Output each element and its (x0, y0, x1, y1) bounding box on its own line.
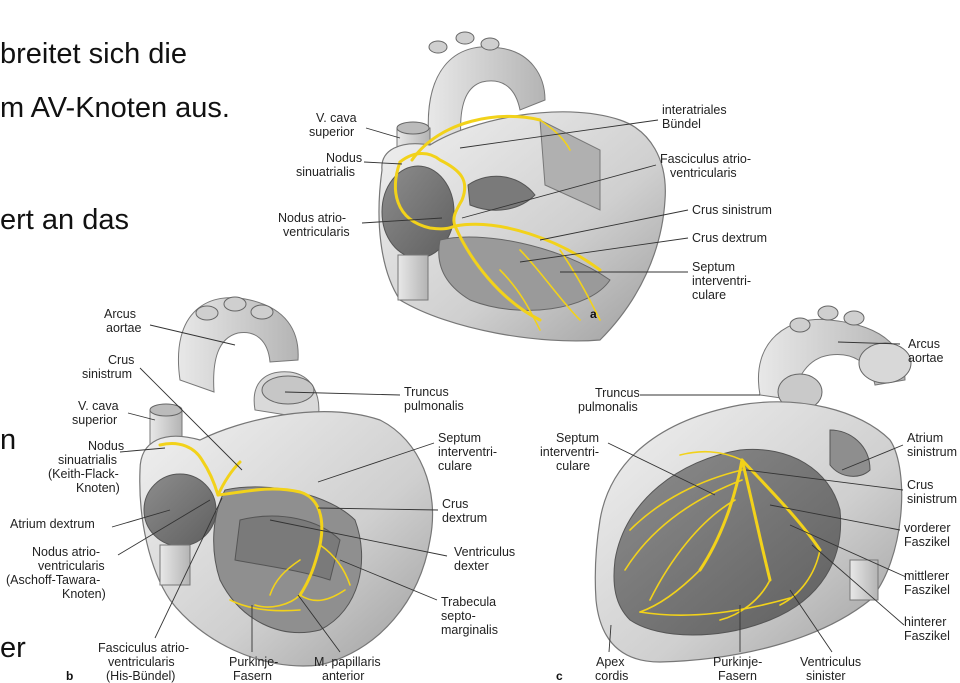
label-b-sinuatrialis: Nodus sinuatrialis (Keith-Flack- Knoten) (48, 439, 128, 495)
panel-c-heart (595, 306, 911, 662)
label-c-purkinje: Purkinje- Fasern (713, 655, 766, 683)
label-b-atrioventricularis: Nodus atrio- ventricularis (Aschoff-Tawa… (6, 545, 108, 601)
label-c-truncus: Truncus pulmonalis (578, 386, 643, 414)
label-b-arcus: Arcus aortae (104, 307, 141, 335)
label-c-crus: Crus sinistrum (907, 478, 957, 506)
label-b-fasciculus: Fasciculus atrio- ventricularis (His-Bün… (98, 641, 192, 683)
label-b-septum: Septum interventri- culare (438, 431, 501, 473)
label-b-trabecula: Trabecula septo- marginalis (441, 595, 500, 637)
label-b-crus-sinistrum: Crus sinistrum (82, 353, 138, 381)
label-a-atrioventricularis: Nodus atrio- ventricularis (278, 211, 350, 239)
panel-c-letter: c (556, 669, 563, 683)
label-a-fasciculus: Fasciculus atrio- ventricularis (660, 152, 754, 180)
label-b-vcava: V. cava superior (72, 399, 122, 427)
panel-a: a V. cava superior Nodus sinuatrialis No… (278, 32, 772, 341)
label-b-truncus: Truncus pulmonalis (404, 385, 464, 413)
label-a-crus-sinistrum: Crus sinistrum (692, 203, 772, 217)
label-b-atrium-dextrum: Atrium dextrum (10, 517, 95, 531)
label-c-vorderer: vorderer Faszikel (904, 521, 954, 549)
panel-c: c Truncus pulmonalis Septum interventri-… (540, 306, 957, 683)
label-c-arcus: Arcus aortae (908, 337, 943, 365)
label-a-interatrial: interatriales Bündel (662, 103, 730, 131)
label-a-vcava: V. cava superior (309, 111, 360, 139)
label-c-apex: Apex cordis (595, 655, 628, 683)
label-a-crus-dextrum: Crus dextrum (692, 231, 767, 245)
label-b-crus-dextrum: Crus dextrum (442, 497, 487, 525)
label-b-purkinje: Purkinje- Fasern (229, 655, 282, 683)
label-c-septum: Septum interventri- culare (540, 431, 603, 473)
label-c-mittlerer: mittlerer Faszikel (904, 569, 953, 597)
label-c-atrium: Atrium sinistrum (907, 431, 957, 459)
label-a-sinuatrialis: Nodus sinuatrialis (296, 151, 366, 179)
panel-a-heart (379, 32, 665, 341)
panel-a-letter: a (590, 307, 597, 321)
label-c-hinterer: hinterer Faszikel (904, 615, 950, 643)
label-a-septum: Septum interventri- culare (692, 260, 755, 302)
label-b-papillaris: M. papillaris anterior (314, 655, 384, 683)
panel-b: b Arcus aortae Crus sinistrum V. cava su… (6, 297, 519, 683)
panel-b-letter: b (66, 669, 73, 683)
label-c-ventriculus: Ventriculus sinister (800, 655, 865, 683)
label-b-ventriculus: Ventriculus dexter (454, 545, 519, 573)
